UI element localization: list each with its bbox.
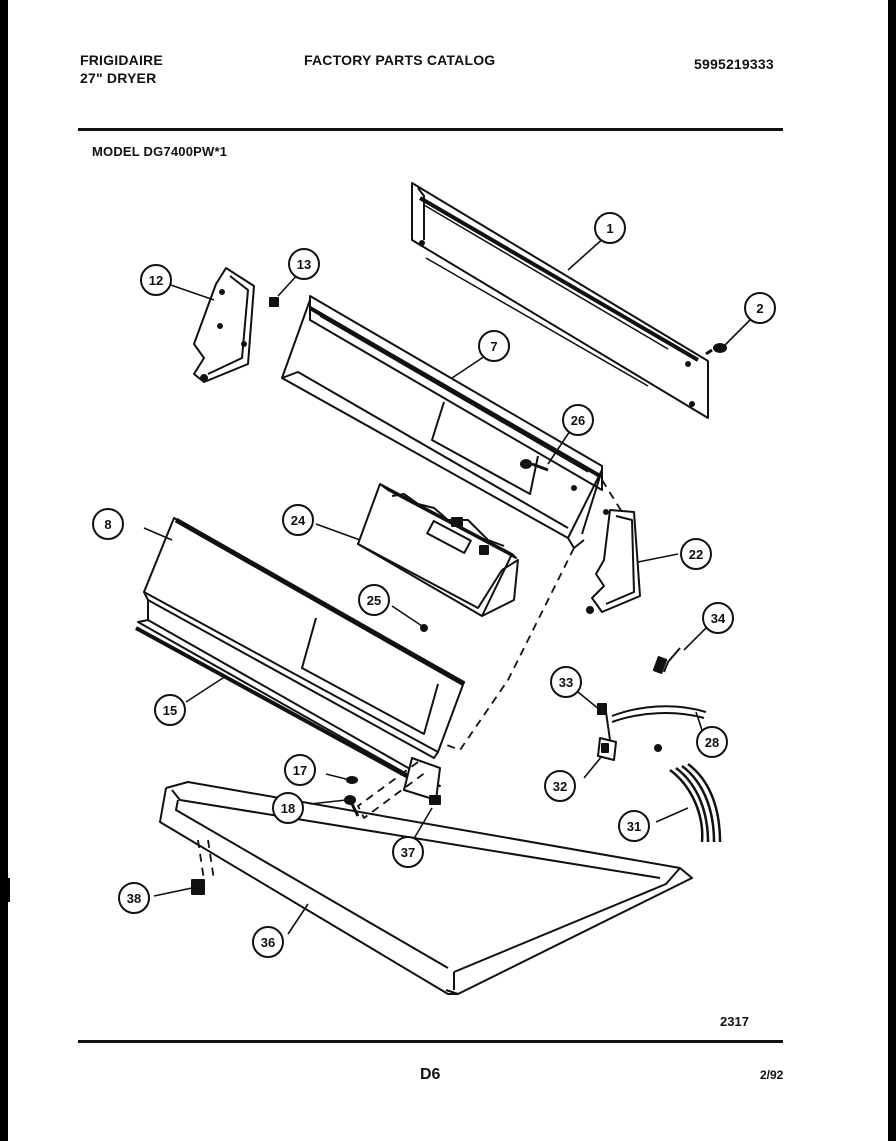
callout-33: 33 xyxy=(550,666,582,698)
svg-text:15: 15 xyxy=(163,703,177,718)
scan-mark xyxy=(0,878,10,902)
callout-32: 32 xyxy=(544,770,576,802)
svg-text:12: 12 xyxy=(149,273,163,288)
svg-text:34: 34 xyxy=(711,611,726,626)
svg-text:37: 37 xyxy=(401,845,415,860)
callout-38: 38 xyxy=(118,882,150,914)
part-wire-harness-28 xyxy=(611,705,707,723)
svg-text:25: 25 xyxy=(367,593,381,608)
callout-8: 8 xyxy=(92,508,124,540)
callout-12: 12 xyxy=(140,264,172,296)
part-rear-panel xyxy=(411,182,709,419)
callout-15: 15 xyxy=(154,694,186,726)
header-rule xyxy=(78,128,783,131)
svg-text:28: 28 xyxy=(705,735,719,750)
callout-1: 1 xyxy=(594,212,626,244)
exploded-parts-diagram xyxy=(135,182,755,995)
svg-text:8: 8 xyxy=(104,517,111,532)
part-bracket-37 xyxy=(403,757,441,805)
part-control-housing xyxy=(281,295,603,549)
catalog-title: FACTORY PARTS CATALOG xyxy=(304,52,496,68)
callout-2: 2 xyxy=(744,292,776,324)
callout-31: 31 xyxy=(618,810,650,842)
part-right-endcap xyxy=(586,509,641,614)
part-panel-trim xyxy=(135,600,441,792)
part-left-endcap xyxy=(193,267,255,383)
model-number: MODEL DG7400PW*1 xyxy=(92,144,228,159)
part-front-control-panel xyxy=(143,517,466,759)
part-bracket-32 xyxy=(597,737,617,761)
callout-24: 24 xyxy=(282,504,314,536)
svg-text:1: 1 xyxy=(606,221,613,236)
catalog-number: 5995219333 xyxy=(694,56,774,72)
svg-text:7: 7 xyxy=(490,339,497,354)
part-terminal-34 xyxy=(652,647,681,674)
svg-text:31: 31 xyxy=(627,819,641,834)
svg-text:2: 2 xyxy=(756,301,763,316)
svg-text:24: 24 xyxy=(291,513,306,528)
callout-28: 28 xyxy=(696,726,728,758)
svg-text:17: 17 xyxy=(293,763,307,778)
callout-7: 7 xyxy=(478,330,510,362)
part-wire-bundle-31 xyxy=(654,744,722,843)
svg-text:33: 33 xyxy=(559,675,573,690)
callout-34: 34 xyxy=(702,602,734,634)
part-control-board xyxy=(357,483,519,617)
part-top-cover xyxy=(159,781,693,995)
callout-18: 18 xyxy=(272,792,304,824)
part-clip-13 xyxy=(269,297,279,307)
svg-text:32: 32 xyxy=(553,779,567,794)
callout-37: 37 xyxy=(392,836,424,868)
leader-lines xyxy=(143,235,755,935)
part-clip-38 xyxy=(191,879,205,895)
revision-date: 2/92 xyxy=(760,1068,784,1082)
callout-36: 36 xyxy=(252,926,284,958)
footer-rule xyxy=(78,1040,783,1043)
catalog-sheet: FRIGIDAIRE 27" DRYER FACTORY PARTS CATAL… xyxy=(8,0,888,1141)
svg-text:38: 38 xyxy=(127,891,141,906)
svg-text:26: 26 xyxy=(571,413,585,428)
callout-26: 26 xyxy=(562,404,594,436)
drawing-number: 2317 xyxy=(720,1014,749,1029)
callout-13: 13 xyxy=(288,248,320,280)
assembly-guide-lines xyxy=(197,479,623,881)
product-name: 27" DRYER xyxy=(80,70,157,86)
svg-text:18: 18 xyxy=(281,801,295,816)
callout-22: 22 xyxy=(680,538,712,570)
callout-17: 17 xyxy=(284,754,316,786)
svg-text:22: 22 xyxy=(689,547,703,562)
callout-layer: 1 2 7 8 12 13 xyxy=(92,212,776,958)
brand-name: FRIGIDAIRE xyxy=(80,52,163,68)
part-screw-2 xyxy=(705,343,727,356)
svg-text:13: 13 xyxy=(297,257,311,272)
part-screw-26 xyxy=(520,459,549,472)
svg-text:36: 36 xyxy=(261,935,275,950)
part-screw-25 xyxy=(420,624,428,632)
page-code: D6 xyxy=(420,1066,441,1083)
callout-25: 25 xyxy=(358,584,390,616)
